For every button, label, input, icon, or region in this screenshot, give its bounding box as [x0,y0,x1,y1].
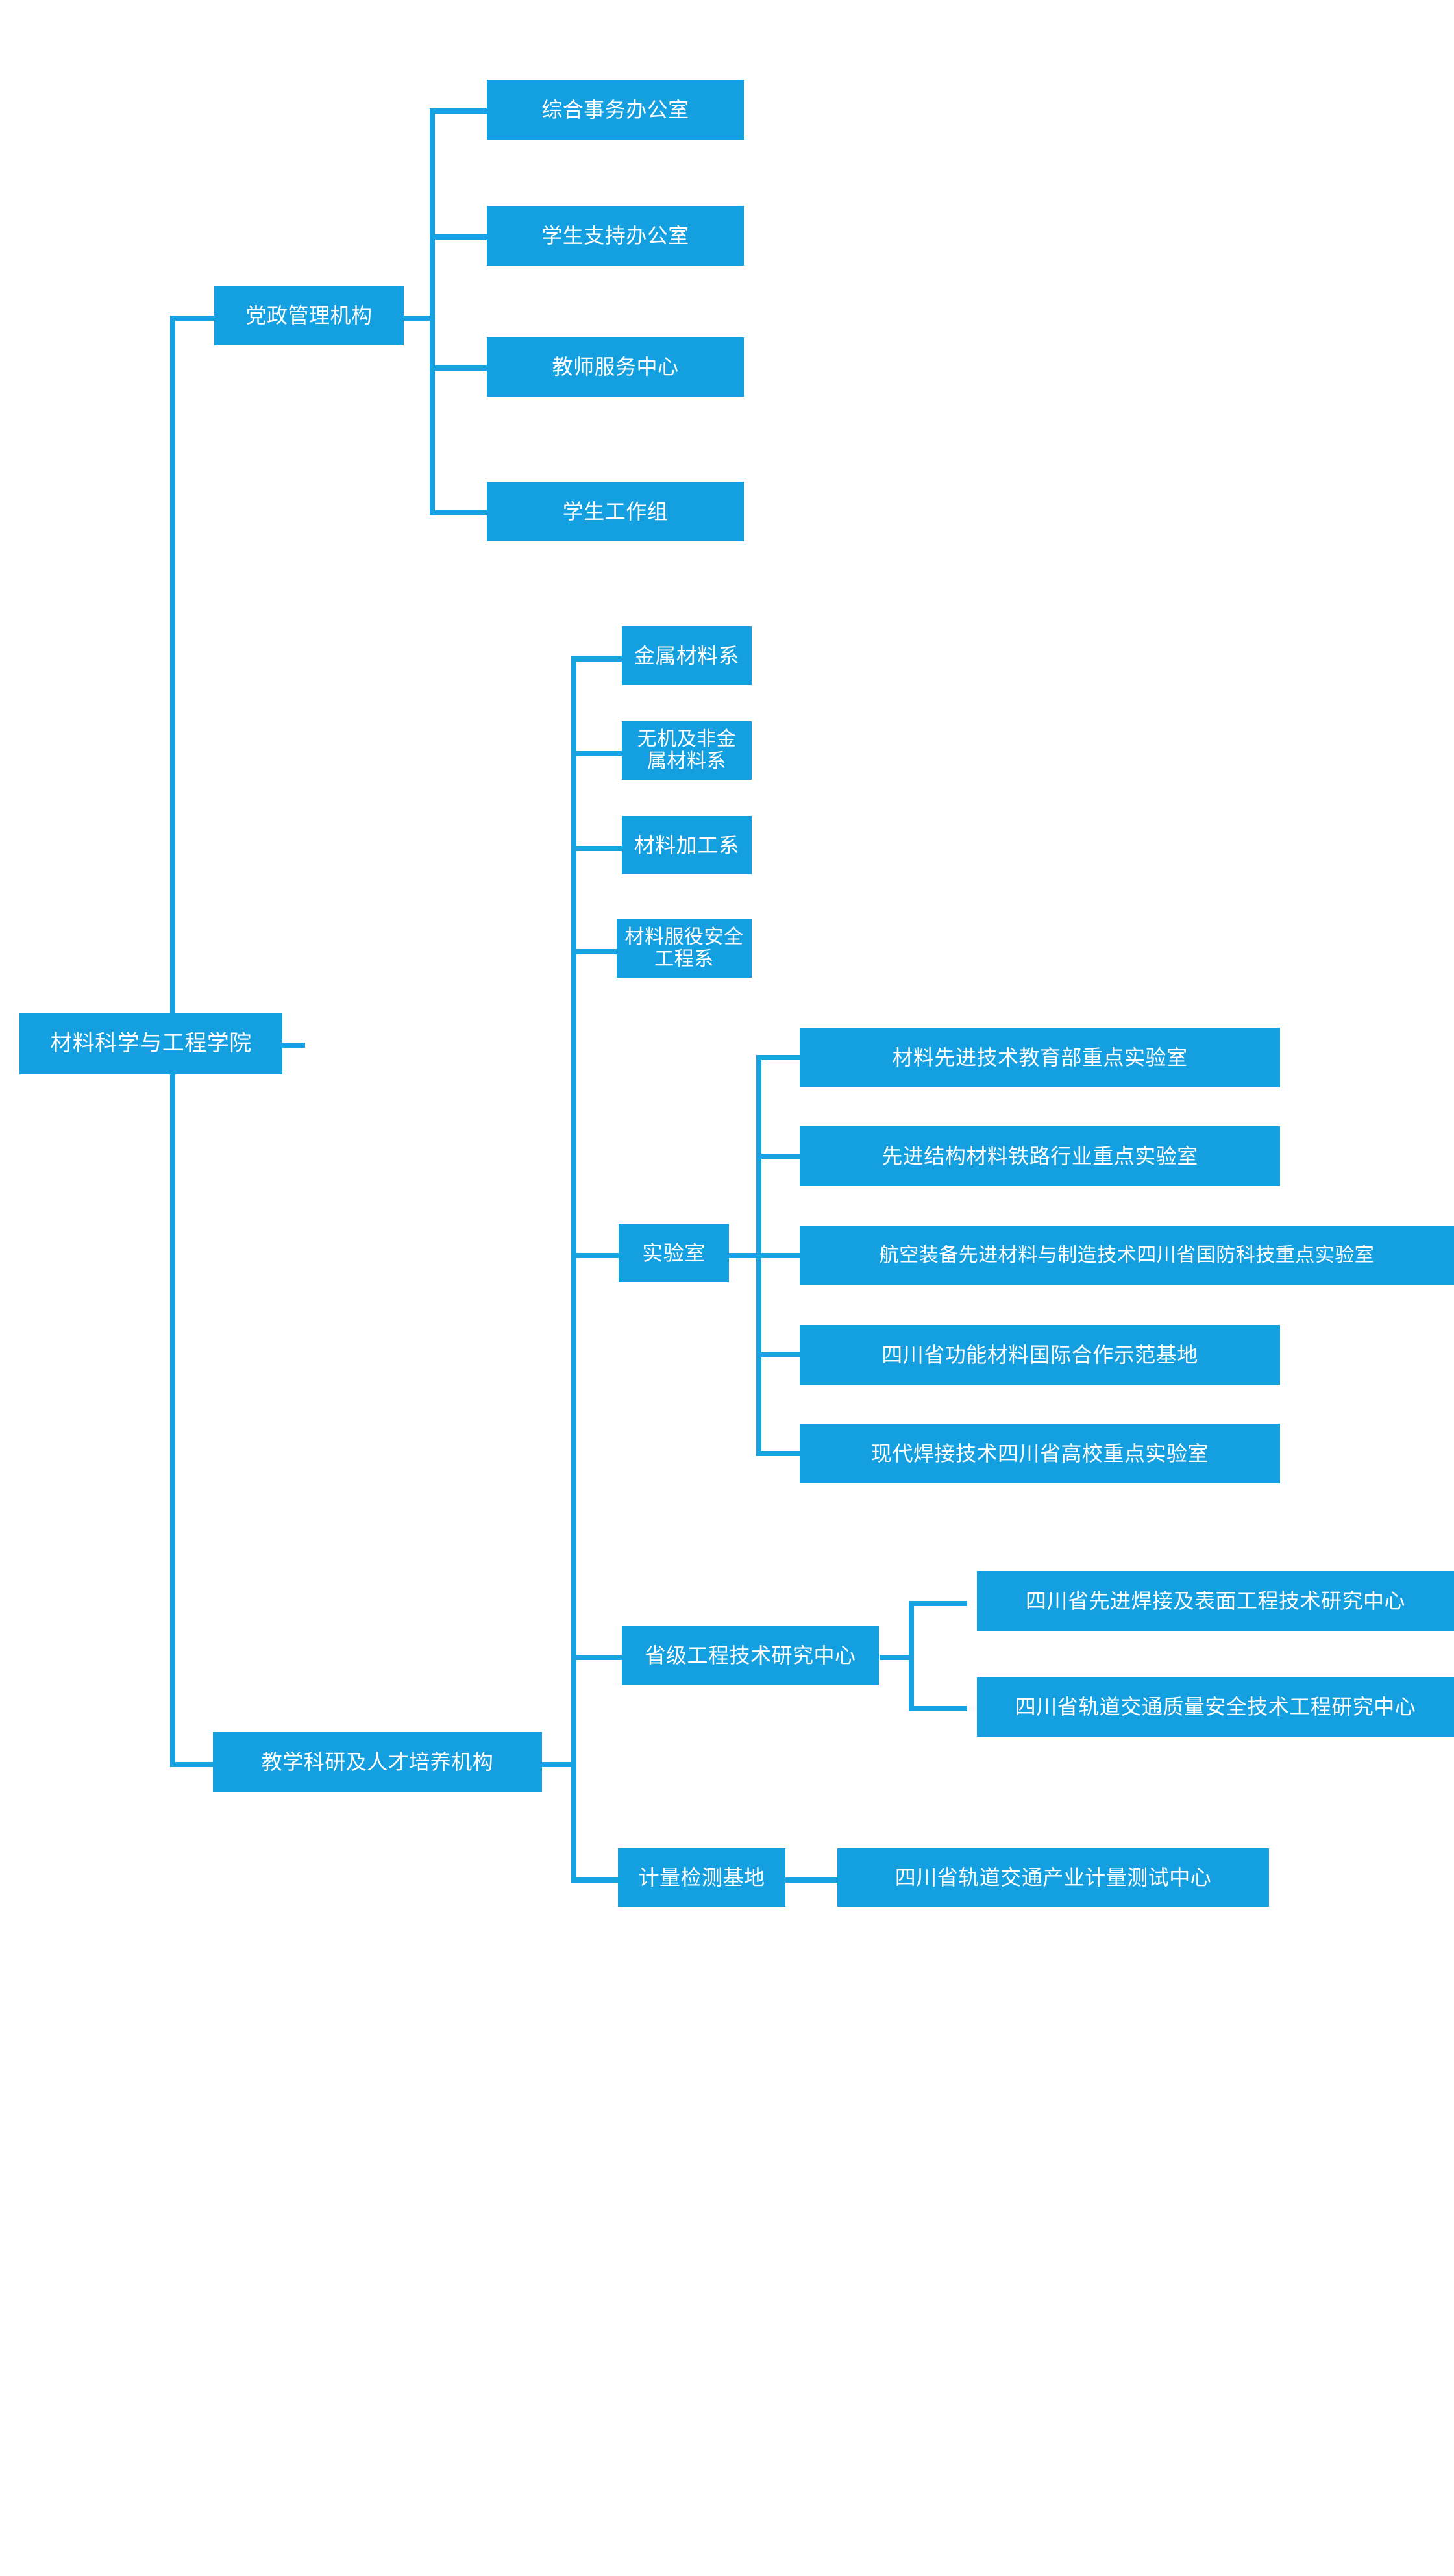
node-department-2[interactable]: 无机及非金属材料系 [622,721,752,780]
connector-academic-child-erc [571,1655,622,1660]
node-admin-child-1[interactable]: 综合事务办公室 [487,80,744,140]
connector-academic-child-2 [571,751,623,756]
node-department-4[interactable]: 材料服役安全工程系 [617,919,752,978]
connector-root-trunk [170,318,175,1115]
connector-admin-out [402,316,435,321]
connector-academic-spine [571,656,576,1882]
node-academic[interactable]: 教学科研及人才培养机构 [213,1732,542,1792]
connector-admin-child-3 [430,365,488,371]
node-lab-child-2[interactable]: 先进结构材料铁路行业重点实验室 [800,1126,1280,1186]
connector-erc-out [880,1655,913,1660]
connector-admin-spine [430,108,435,515]
connector-lab-out [727,1253,761,1258]
connector-erc-child-1 [909,1601,967,1606]
connector-academic-child-3 [571,846,623,851]
connector-admin-child-2 [430,234,488,240]
node-lab-child-1[interactable]: 材料先进技术教育部重点实验室 [800,1028,1280,1087]
connector-lab-child-3 [756,1253,802,1258]
node-admin[interactable]: 党政管理机构 [214,286,404,345]
connector-mtb-out [785,1877,837,1883]
node-erc-child-2[interactable]: 四川省轨道交通质量安全技术工程研究中心 [977,1677,1454,1737]
node-lab-child-5[interactable]: 现代焊接技术四川省高校重点实验室 [800,1424,1280,1483]
node-admin-child-3[interactable]: 教师服务中心 [487,337,744,397]
connector-trunk-to-admin [170,316,219,321]
connector-admin-child-4 [430,510,488,515]
connector-academic-child-4 [571,949,623,954]
connector-academic-out [541,1762,574,1767]
node-lab-child-3[interactable]: 航空装备先进材料与制造技术四川省国防科技重点实验室 [800,1226,1454,1285]
node-lab-group[interactable]: 实验室 [619,1224,729,1282]
node-mtb-group[interactable]: 计量检测基地 [618,1848,785,1907]
connector-lab-child-1 [756,1055,802,1060]
node-root[interactable]: 材料科学与工程学院 [19,1013,282,1074]
node-erc-group[interactable]: 省级工程技术研究中心 [622,1626,879,1685]
connector-academic-child-mtb [571,1877,622,1883]
connector-academic-child-1 [571,656,623,662]
connector-trunk-to-academic [170,1762,219,1767]
node-admin-child-2[interactable]: 学生支持办公室 [487,206,744,266]
connector-lab-child-5 [756,1451,802,1456]
node-erc-child-1[interactable]: 四川省先进焊接及表面工程技术研究中心 [977,1571,1454,1631]
connector-root-stub [282,1043,305,1048]
connector-trunk-lower [170,1043,175,1765]
node-mtb-child-1[interactable]: 四川省轨道交通产业计量测试中心 [837,1848,1269,1907]
connector-erc-spine [909,1601,914,1711]
node-department-3[interactable]: 材料加工系 [622,816,752,874]
node-lab-child-4[interactable]: 四川省功能材料国际合作示范基地 [800,1325,1280,1385]
connector-lab-child-4 [756,1352,802,1357]
connector-admin-child-1 [430,108,488,114]
node-department-1[interactable]: 金属材料系 [622,626,752,685]
connector-erc-child-2 [909,1706,967,1711]
node-admin-child-4[interactable]: 学生工作组 [487,482,744,541]
connector-academic-child-lab [571,1253,622,1258]
connector-lab-child-2 [756,1154,802,1159]
